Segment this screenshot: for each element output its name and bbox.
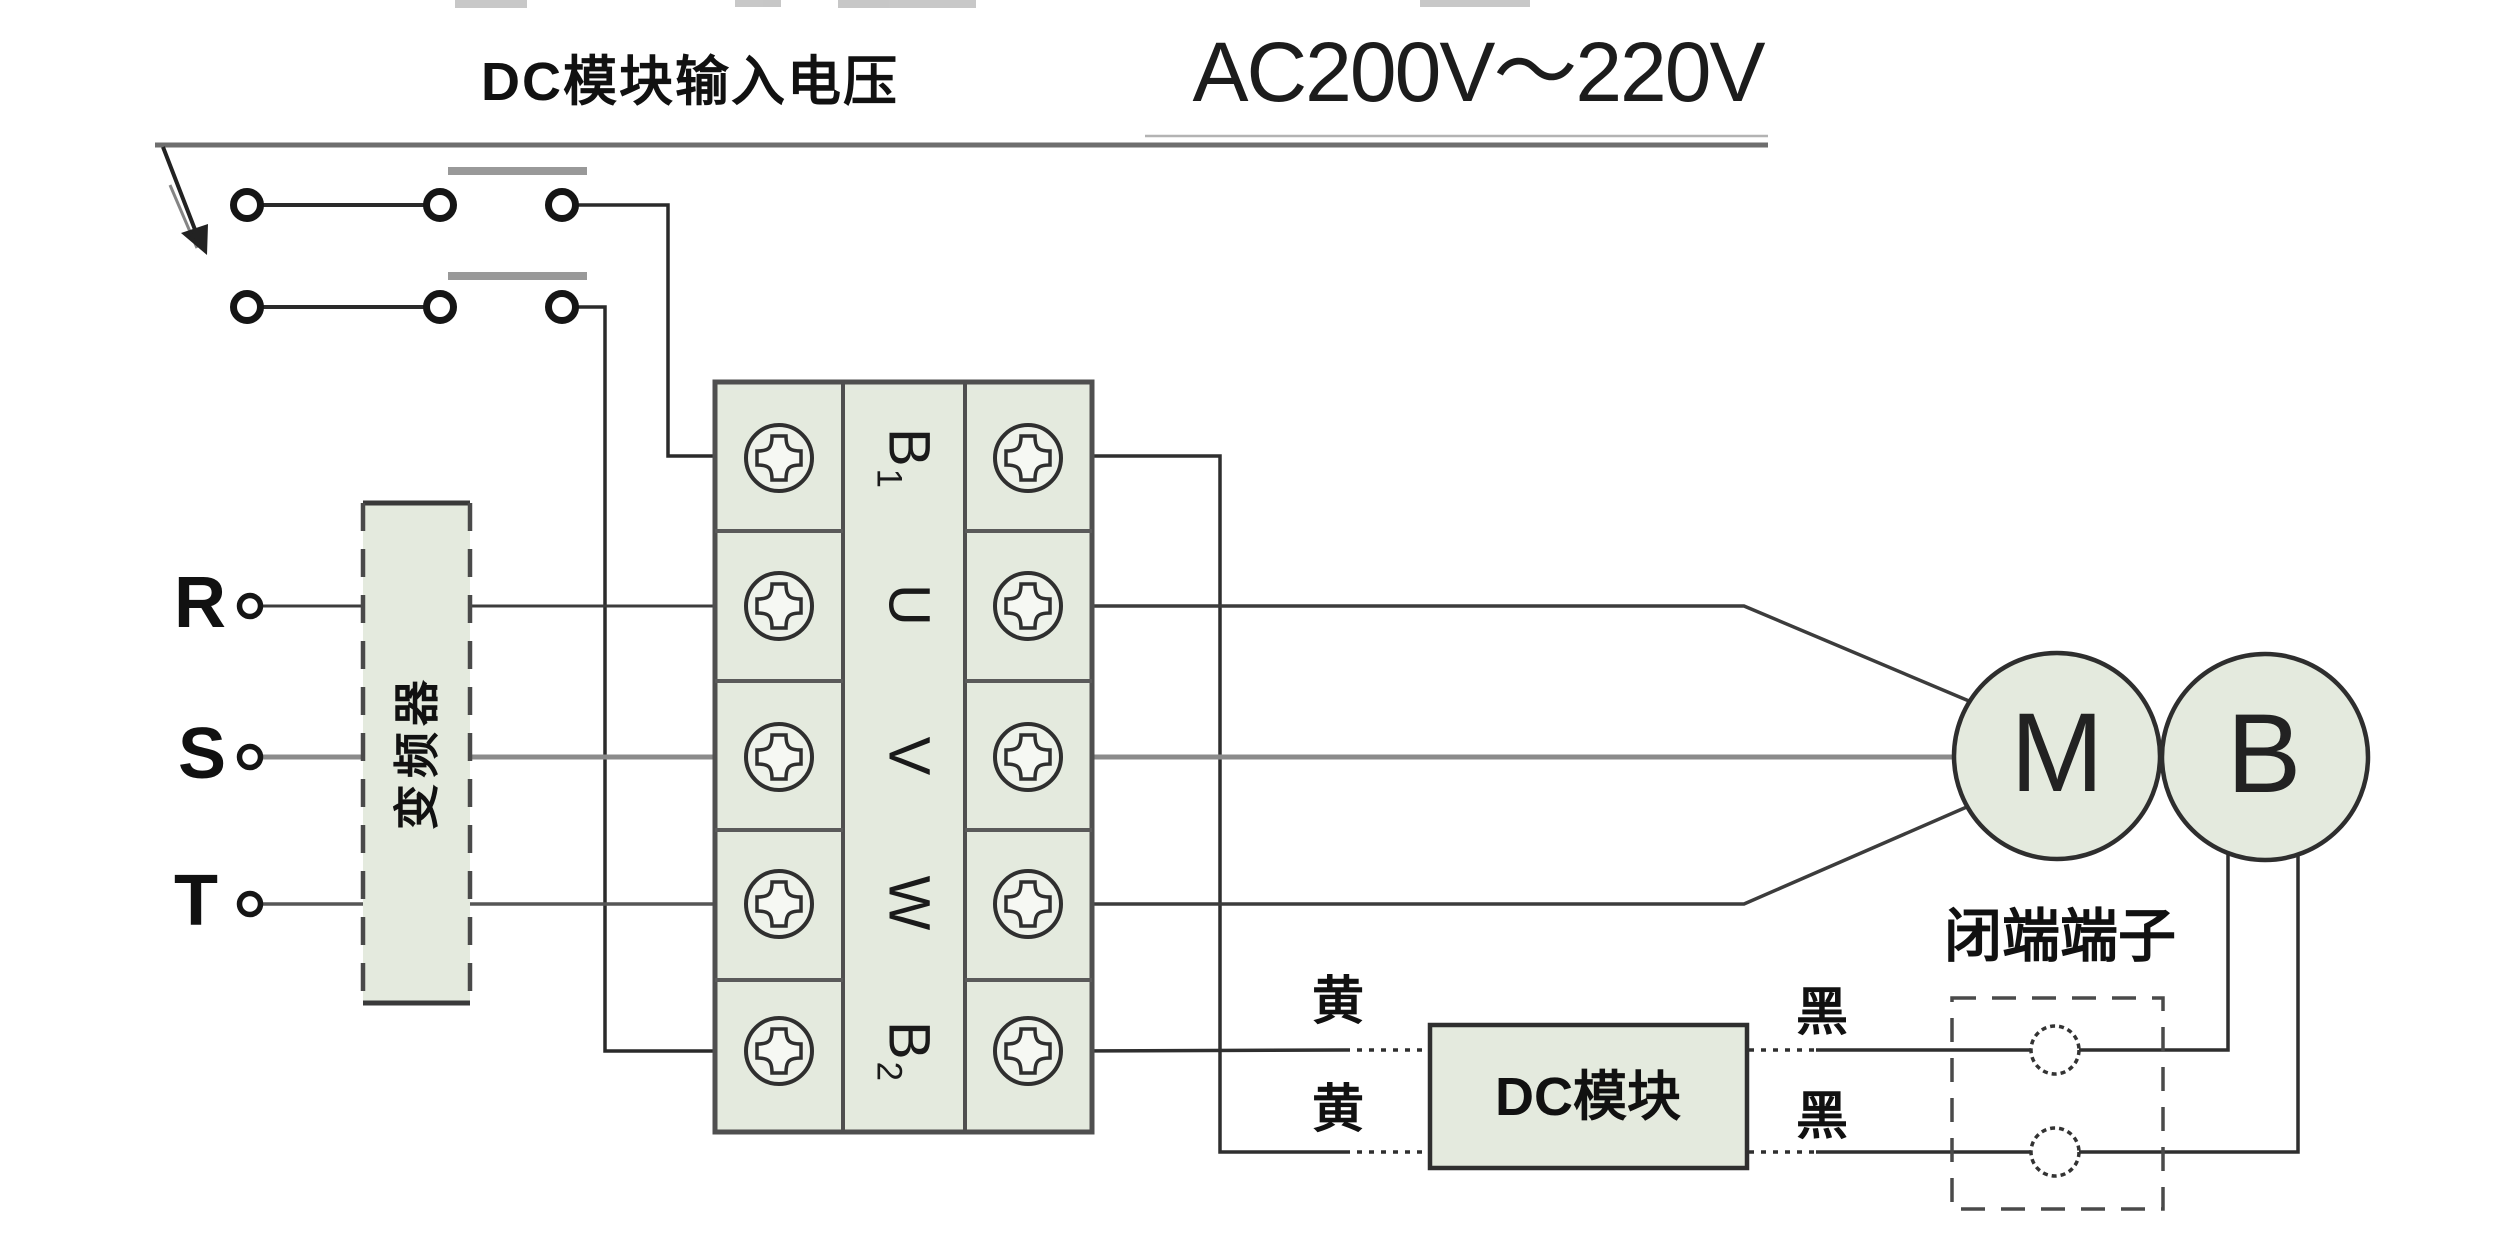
terminal-dot-s [236,743,264,771]
top-edge-artifacts [455,0,1530,8]
terminal-dot-r [236,592,264,620]
wire-color-yellow-1: 黄 [1311,973,1365,1031]
cap-terminal-icon-2 [2029,1126,2081,1178]
switch-pole-1 [230,167,746,458]
phase-label-s: S [177,714,227,794]
dc-module-label: DC模块 [1495,1067,1681,1127]
wire-w-to-motor [1062,804,1970,906]
switch-pole-2 [230,272,746,1053]
wire-color-yellow-2: 黄 [1311,1081,1365,1139]
brake-lead-wires [1749,853,2300,1154]
rst-feed-lines [236,592,746,918]
terminal-block [712,379,1095,1135]
ac-voltage-title: AC200V～220V [1192,25,1765,119]
inverter-label: 变频器 [391,674,443,830]
wire-b1-to-dc [1062,454,1345,1154]
terminal-label-u: U [876,584,942,626]
phase-label-r: R [174,563,226,643]
wire-color-black-2: 黑 [1795,1088,1849,1146]
terminal-label-b1: B1 [869,427,942,489]
dc-module-box [1427,1022,1750,1171]
wire-u-to-motor [1062,604,1970,703]
phase-label-t: T [174,861,218,941]
wire-b2-to-dc [1061,1048,1346,1053]
closed-end-terminal-label: 闭端端子 [1943,904,2177,969]
inverter-box [360,500,473,1006]
brake-label: B [2226,691,2302,816]
terminal-label-v: V [876,736,942,776]
dc-module-input-voltage-title: DC模块输入电压 [481,52,899,112]
ac-supply-line [155,134,1768,148]
brake-circle [2159,651,2371,863]
terminal-row-dividers [715,529,1092,982]
terminal-label-b2: B2 [869,1020,942,1082]
wire-color-black-1: 黑 [1795,984,1849,1042]
closed-end-terminal-box [1950,996,2165,1211]
terminal-label-w: W [876,875,942,931]
cap-terminal-icon-1 [2029,1024,2081,1076]
power-arrow-icon [161,146,208,255]
terminal-dot-t [236,890,264,918]
output-wires [1061,454,1970,1154]
motor-label: M [2010,690,2104,815]
